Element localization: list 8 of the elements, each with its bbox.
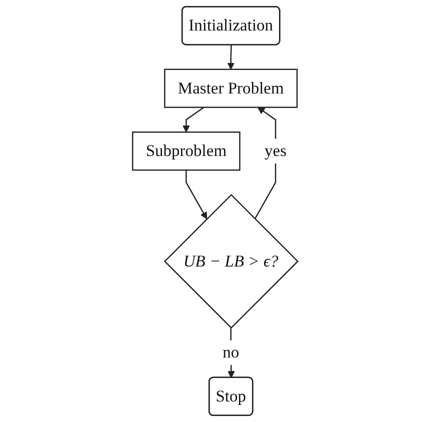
arrow <box>182 106 204 132</box>
node-box: Master Problem <box>164 68 298 108</box>
arrow <box>185 170 207 220</box>
node-box: Subproblem <box>132 132 240 171</box>
node-diamond: UB − LB > ϵ? <box>164 194 298 329</box>
arrow <box>227 45 234 70</box>
edge-label: no <box>222 344 239 362</box>
edge-label: yes <box>264 142 286 160</box>
